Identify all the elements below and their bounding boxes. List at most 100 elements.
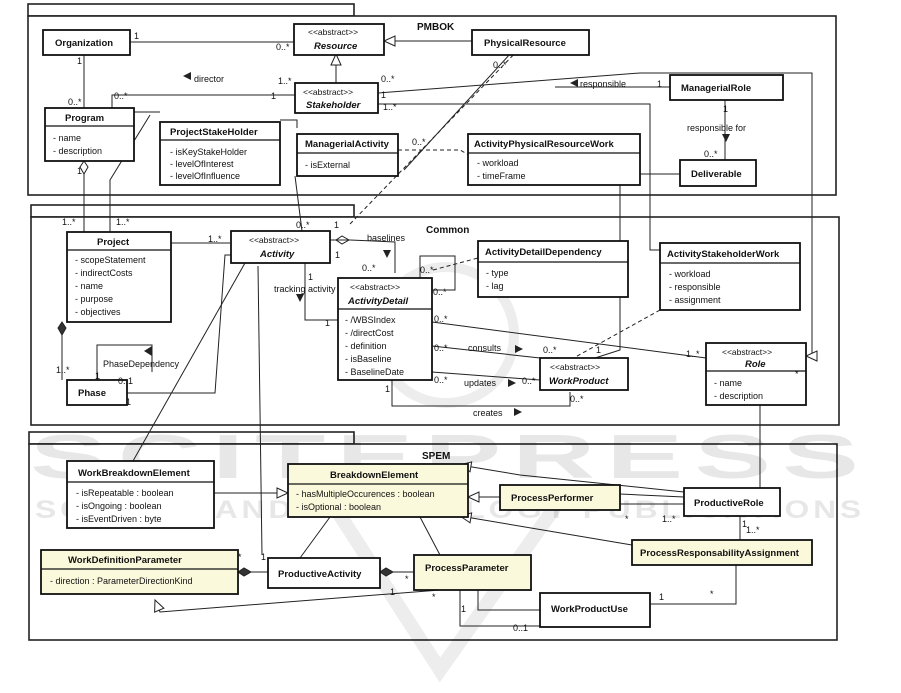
label-consults: consults — [468, 343, 502, 353]
processparameter-workdef-generalization — [154, 589, 441, 613]
class-project-attr-1: - indirectCosts — [75, 268, 133, 278]
activitystakeholderwork-dash — [569, 309, 661, 361]
mult-20: 1 — [334, 220, 339, 230]
class-work-product-use[interactable]: WorkProductUse — [539, 592, 651, 628]
association-direction-arrows — [144, 72, 730, 416]
mult-54: 1..* — [746, 525, 760, 535]
class-add-attr-0: - type — [486, 268, 509, 278]
mult-9: 1 — [381, 90, 386, 100]
class-process-performer[interactable]: ProcessPerformer — [499, 484, 621, 511]
class-role-name: Role — [745, 359, 766, 370]
class-organization[interactable]: Organization — [42, 29, 131, 56]
class-phase-name: Phase — [78, 388, 106, 399]
mult-34: 1 — [385, 384, 390, 394]
class-work-product[interactable]: <<abstract>> WorkProduct — [539, 357, 629, 391]
mult-29: 1 — [95, 371, 100, 381]
class-work-product-name: WorkProduct — [549, 376, 609, 387]
mult-24: 1 — [308, 272, 313, 282]
class-breakdown-element[interactable]: BreakdownElement - hasMultipleOccurences… — [287, 463, 469, 518]
class-activity-stereotype: <<abstract>> — [249, 235, 299, 245]
mult-35: 0..* — [543, 345, 557, 355]
mult-25: 1 — [325, 318, 330, 328]
class-deliverable-name: Deliverable — [691, 169, 742, 180]
class-activity-detail[interactable]: <<abstract>> ActivityDetail - /WBSIndex … — [337, 277, 433, 381]
class-stakeholder[interactable]: <<abstract>> Stakeholder — [294, 82, 379, 114]
class-activity-stakeholder-work[interactable]: ActivityStakeholderWork - workload - res… — [659, 242, 801, 311]
mult-13: 0..* — [412, 137, 426, 147]
label-phase-dependency: PhaseDependency — [103, 359, 180, 369]
performer-role-assoc — [619, 493, 685, 498]
workproductuse-responsability-assoc — [650, 558, 737, 605]
mult-53: 1 — [659, 592, 664, 602]
class-program-attr-1: - description — [53, 146, 102, 156]
package-common-label: Common — [426, 225, 469, 236]
mult-31: 0..* — [434, 314, 448, 324]
class-resource-stereotype: <<abstract>> — [308, 27, 358, 37]
class-productive-role[interactable]: ProductiveRole — [683, 487, 781, 517]
mult-28: 0..1 — [118, 376, 133, 386]
mult-8: 1 — [271, 91, 276, 101]
class-role[interactable]: <<abstract>> Role - name - description — [705, 342, 807, 406]
class-project-stake-holder[interactable]: ProjectStakeHolder - isKeyStakeHolder - … — [159, 121, 281, 186]
label-tracking-activity: tracking activity — [274, 284, 336, 294]
class-add-name: ActivityDetailDependency — [485, 247, 602, 258]
tracking-activity-assoc — [304, 263, 338, 321]
class-process-responsability-assignment[interactable]: ProcessResponsabilityAssignment — [631, 539, 813, 566]
label-responsible-for: responsible for — [687, 123, 746, 133]
class-project-name: Project — [97, 237, 130, 248]
class-wdp-name: WorkDefinitionParameter — [68, 555, 182, 566]
class-resource[interactable]: <<abstract>> Resource — [293, 23, 385, 56]
mult-42: 1..* — [662, 514, 676, 524]
class-activity-detail-dependency[interactable]: ActivityDetailDependency - type - lag — [477, 240, 629, 298]
association-labels: director responsible responsible for bas… — [103, 74, 746, 418]
class-productive-activity[interactable]: ProductiveActivity — [267, 557, 381, 589]
mult-52: * — [710, 589, 714, 599]
class-asw-name: ActivityStakeholderWork — [667, 249, 780, 260]
class-activity-name: Activity — [259, 249, 295, 260]
class-work-breakdown-element[interactable]: WorkBreakdownElement - isRepeatable : bo… — [66, 460, 215, 529]
class-breakdown-element-attr-0: - hasMultipleOccurences : boolean — [296, 489, 435, 499]
class-aprw-attr-0: - workload — [477, 158, 519, 168]
mult-39: 1..* — [686, 349, 700, 359]
class-process-parameter-name: ProcessParameter — [425, 563, 509, 574]
class-work-definition-parameter[interactable]: WorkDefinitionParameter - direction : Pa… — [40, 549, 239, 595]
class-project[interactable]: Project - scopeStatement - indirectCosts… — [66, 231, 172, 323]
processparameter-breakdown-generalization — [419, 516, 441, 556]
label-updates: updates — [464, 378, 497, 388]
mult-2: 0..* — [276, 42, 290, 52]
class-activity-detail-attr-1: - /directCost — [345, 328, 394, 338]
class-phase[interactable]: Phase — [66, 379, 128, 406]
mult-12: 0..* — [493, 60, 507, 70]
class-project-stake-holder-attr-1: - levelOfInterest — [170, 159, 234, 169]
class-role-attr-0: - name — [714, 378, 742, 388]
class-productive-role-name: ProductiveRole — [694, 498, 764, 509]
class-managerial-activity[interactable]: ManagerialActivity - isExternal — [296, 133, 399, 177]
class-project-attr-3: - purpose — [75, 294, 113, 304]
mult-4: 0..* — [68, 97, 82, 107]
class-wbe-attr-1: - isOngoing : boolean — [76, 501, 162, 511]
class-activity[interactable]: <<abstract>> Activity — [230, 230, 331, 264]
class-activity-physical-resource-work[interactable]: ActivityPhysicalResourceWork - workload … — [467, 133, 641, 186]
workbreakdown-activity-generalization — [132, 262, 246, 462]
class-physical-resource[interactable]: PhysicalResource — [471, 29, 590, 56]
mult-44: 1 — [742, 519, 747, 529]
mult-43: * — [625, 514, 629, 524]
class-managerial-role[interactable]: ManagerialRole — [669, 74, 784, 101]
class-organization-name: Organization — [55, 38, 113, 49]
physicalresource-aprw-assoc — [403, 53, 511, 171]
mult-33: 0..* — [434, 375, 448, 385]
class-process-parameter[interactable]: ProcessParameter — [413, 554, 532, 591]
class-program[interactable]: Program - name - description — [44, 107, 135, 162]
class-activity-detail-stereotype: <<abstract>> — [350, 282, 400, 292]
class-activity-detail-attr-3: - isBaseline — [345, 354, 392, 364]
class-add-attr-1: - lag — [486, 281, 504, 291]
processparameter-workproductuse-assoc — [477, 590, 540, 611]
mult-37: 0..* — [570, 394, 584, 404]
mult-45: * — [238, 552, 242, 562]
mult-30: 1 — [126, 397, 131, 407]
mult-27: 0..* — [433, 287, 447, 297]
class-productive-activity-name: ProductiveActivity — [278, 569, 362, 580]
mult-40: 1..* — [56, 365, 70, 375]
mult-7: 0..* — [381, 74, 395, 84]
class-deliverable[interactable]: Deliverable — [679, 159, 757, 187]
